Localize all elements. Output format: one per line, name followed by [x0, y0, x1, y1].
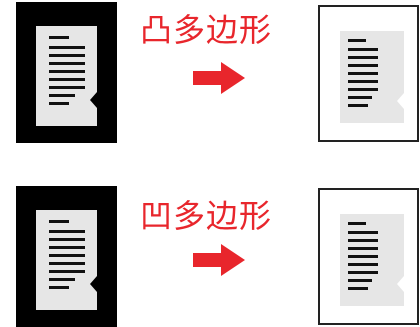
- concave-polygon-label: 凹多边形: [140, 197, 273, 235]
- document-sheet: [340, 214, 404, 306]
- document-icon: [16, 186, 117, 327]
- convex-polygon-label: 凸多边形: [140, 11, 273, 49]
- document-icon: [318, 188, 419, 325]
- arrow-right-icon: [193, 62, 245, 94]
- source-panel-convex: [16, 2, 117, 143]
- document-text-lines: [49, 220, 85, 289]
- arrow-right-icon: [193, 244, 245, 276]
- document-sheet: [340, 31, 404, 123]
- document-text-lines: [348, 39, 378, 107]
- document-icon: [16, 2, 117, 143]
- result-panel-concave: [318, 188, 420, 325]
- document-sheet: [36, 26, 97, 126]
- document-sheet: [36, 210, 97, 310]
- source-panel-concave: [16, 186, 117, 327]
- document-text-lines: [49, 36, 85, 105]
- result-panel-convex: [318, 5, 420, 142]
- document-icon: [318, 5, 419, 142]
- document-text-lines: [348, 222, 378, 290]
